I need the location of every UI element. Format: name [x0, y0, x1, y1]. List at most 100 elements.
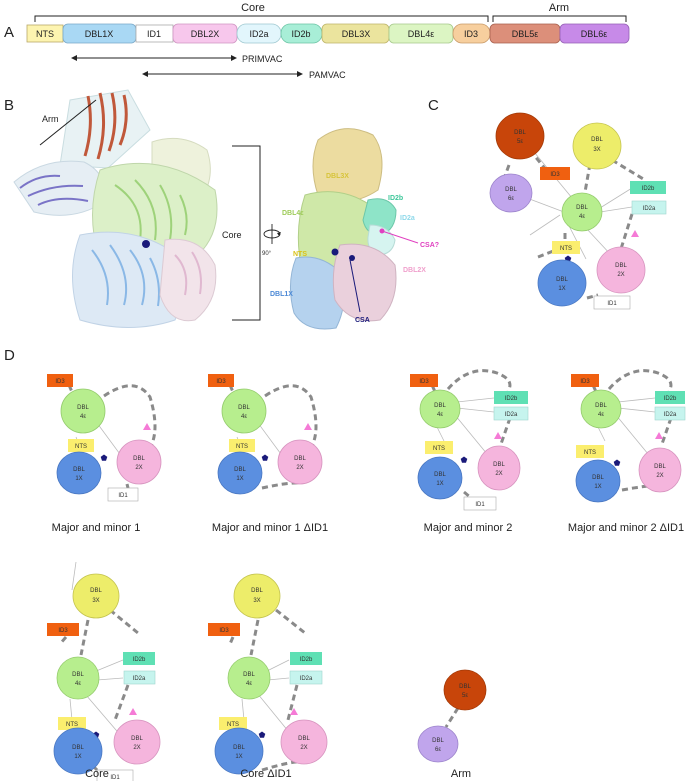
- struct-label-id2a: ID2a: [400, 215, 415, 222]
- bar-dbl5e-label: DBL5ε: [512, 29, 539, 39]
- caption-core-visible: Core: [85, 768, 109, 780]
- d6-dbl1x-dbl: DBL: [233, 745, 245, 751]
- d6-id2a-label: ID2a: [300, 676, 313, 682]
- c-dbl4e-sub: 4ε: [579, 214, 585, 220]
- d6-dbl2x-dbl: DBL: [298, 736, 310, 742]
- d3-dbl4e-sub: 4ε: [437, 412, 443, 418]
- d3-id2b-label: ID2b: [505, 396, 518, 402]
- d7-dbl5e-sub: 5ε: [462, 693, 468, 699]
- bar-dbl3x-label: DBL3X: [342, 29, 371, 39]
- d2-dbl1x-sub: 1X: [236, 476, 243, 482]
- d5-id3-label: ID3: [58, 628, 68, 634]
- struct-label-dbl3x: DBL3X: [326, 173, 349, 180]
- caption-arm: Arm: [451, 768, 471, 780]
- domain-bar: NTS DBL1X ID1 DBL2X ID2a ID2b DBL3X DBL4…: [26, 23, 630, 44]
- c-dbl1x-dbl: DBL: [556, 277, 568, 283]
- d3-dbl1x-sub: 1X: [436, 481, 443, 487]
- d3-nts-label: NTS: [433, 446, 445, 452]
- d5-nts-label: NTS: [66, 722, 78, 728]
- caption-major-minor-1-did1: Major and minor 1 ΔID1: [212, 522, 328, 534]
- d2-nts-label: NTS: [236, 444, 248, 450]
- d5-dbl4e-sub: 4ε: [75, 681, 81, 687]
- d5-dbl2x-sub: 2X: [133, 745, 140, 751]
- bar-id1-label: ID1: [147, 29, 161, 39]
- core-heading: Core: [241, 2, 265, 14]
- d4-dbl1x-sub: 1X: [594, 484, 601, 490]
- struct-label-csa: CSA: [355, 317, 370, 324]
- core-bracket: [34, 15, 489, 22]
- c-dbl2x-dbl: DBL: [615, 263, 627, 269]
- d7-dbl5e-dbl: DBL: [459, 684, 471, 690]
- bar-dbl4e-label: DBL4ε: [408, 29, 435, 39]
- struct-label-id2b: ID2b: [388, 195, 403, 202]
- d1-id3-label: ID3: [55, 379, 65, 385]
- d3-dbl2x-dbl: DBL: [493, 462, 505, 468]
- c-dbl3x-sub: 3X: [593, 147, 600, 153]
- d1-dbl4e-sub: 4ε: [80, 414, 86, 420]
- schematic-major-minor-1: [47, 374, 162, 502]
- bar-id2b-label: ID2b: [291, 29, 310, 39]
- schematic-arm: [417, 669, 487, 763]
- d1-dbl1x-sub: 1X: [75, 476, 82, 482]
- d6-dbl2x-sub: 2X: [300, 745, 307, 751]
- d6-dbl3x-sub: 3X: [253, 598, 260, 604]
- c-dbl2x-sub: 2X: [617, 272, 624, 278]
- structure-front-view: [13, 89, 218, 328]
- d3-id2a-label: ID2a: [505, 412, 518, 418]
- structure-arm-label: Arm: [42, 114, 59, 124]
- c-dbl5e-dbl: DBL: [514, 130, 526, 136]
- caption-core-did1: Core ΔID1: [240, 768, 291, 780]
- d6-dbl4e-sub: 4ε: [246, 681, 252, 687]
- d4-id2a-label: ID2a: [664, 412, 677, 418]
- bar-dbl6e-label: DBL6ε: [581, 29, 608, 39]
- struct-label-dbl4e: DBL4ε: [282, 210, 304, 217]
- caption-major-minor-1: Major and minor 1: [52, 522, 141, 534]
- d5-dbl1x-dbl: DBL: [72, 745, 84, 751]
- core-side-bracket: [232, 145, 261, 321]
- bar-dbl6e: [559, 23, 630, 44]
- struct-label-dbl1x: DBL1X: [270, 291, 293, 298]
- c-id2b-label: ID2b: [642, 186, 655, 192]
- c-dbl4e-dbl: DBL: [576, 205, 588, 211]
- c-dbl3x-dbl: DBL: [591, 137, 603, 143]
- struct-label-nts: NTS: [293, 251, 307, 258]
- schematic-full: [489, 112, 667, 310]
- d6-id2b-label: ID2b: [300, 657, 313, 663]
- d1-nts-label: NTS: [75, 444, 87, 450]
- c-id2a-label: ID2a: [643, 206, 656, 212]
- struct-label-dbl2x: DBL2X: [403, 267, 426, 274]
- d5-dbl1x-sub: 1X: [74, 754, 81, 760]
- d7-dbl6e-dbl: DBL: [432, 738, 444, 744]
- d1-dbl2x-dbl: DBL: [133, 456, 145, 462]
- d4-dbl4e-sub: 4ε: [598, 412, 604, 418]
- c-nts-label: NTS: [560, 246, 572, 252]
- c-dbl5e-sub: 5ε: [517, 139, 523, 145]
- arm-heading: Arm: [549, 2, 569, 14]
- d6-dbl4e-dbl: DBL: [243, 672, 255, 678]
- rotation-label: 90°: [262, 251, 272, 257]
- c-id1-label: ID1: [607, 301, 617, 307]
- d5-dbl3x-sub: 3X: [92, 598, 99, 604]
- rotation-icon: [263, 224, 281, 244]
- d4-dbl2x-sub: 2X: [656, 473, 663, 479]
- d2-dbl1x-dbl: DBL: [234, 467, 246, 473]
- bar-id2a-label: ID2a: [249, 29, 268, 39]
- panel-letter-c: C: [428, 97, 439, 114]
- d4-id2b-label: ID2b: [664, 396, 677, 402]
- d6-dbl3x-dbl: DBL: [251, 588, 263, 594]
- structure-core-label: Core: [222, 230, 242, 240]
- d2-id3-label: ID3: [216, 379, 226, 385]
- d5-id1-label: ID1: [110, 775, 120, 781]
- d6-id3-label: ID3: [219, 628, 229, 634]
- d5-dbl2x-dbl: DBL: [131, 736, 143, 742]
- d4-dbl2x-dbl: DBL: [654, 464, 666, 470]
- d2-dbl2x-dbl: DBL: [294, 456, 306, 462]
- panel-letter-d: D: [4, 347, 15, 364]
- c-dbl6e-sub: 6ε: [508, 196, 514, 202]
- bar-nts-label: NTS: [36, 29, 54, 39]
- schematic-core-did1: [208, 573, 328, 775]
- d4-id3-label: ID3: [580, 379, 590, 385]
- caption-major-minor-2-did1: Major and minor 2 ΔID1: [568, 522, 684, 534]
- primvac-label: PRIMVAC: [242, 54, 283, 64]
